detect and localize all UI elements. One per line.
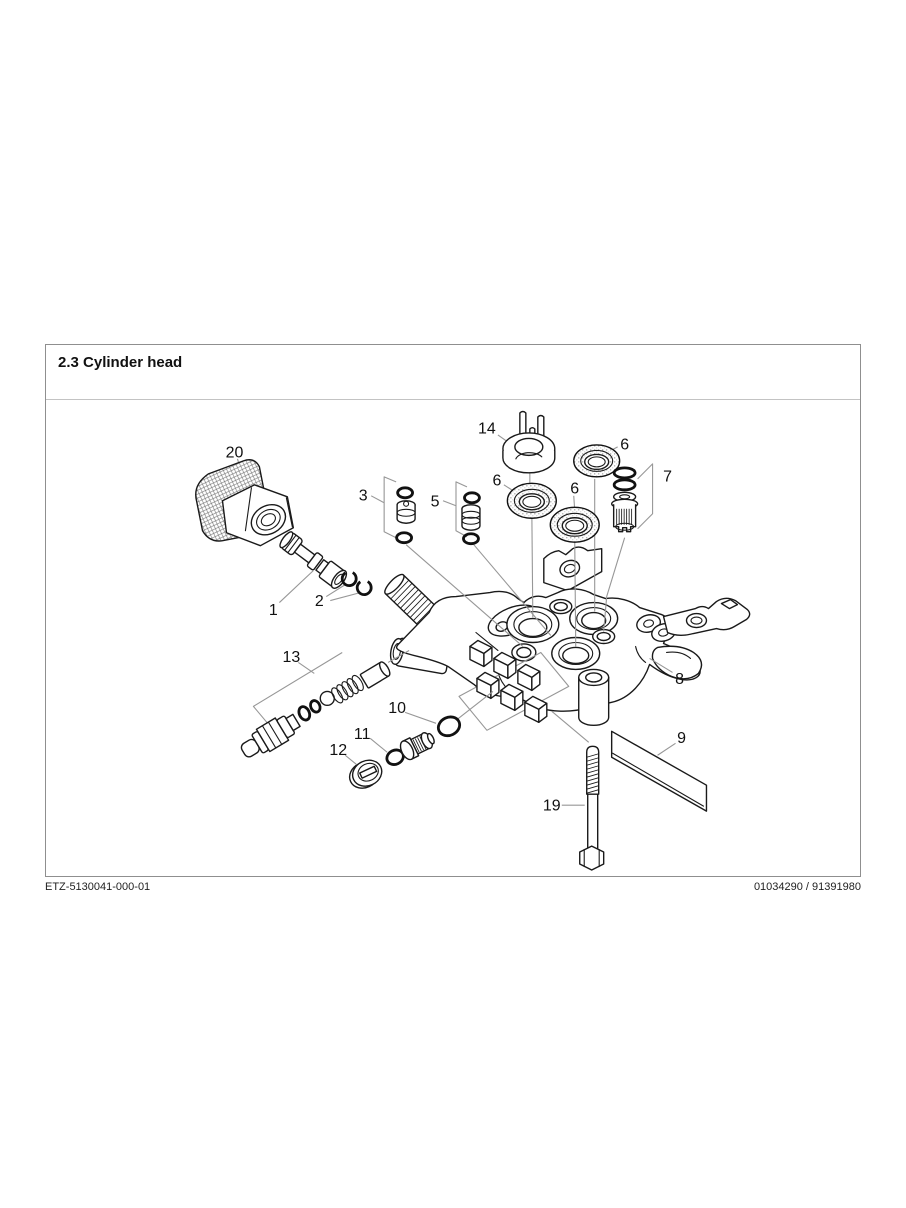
part-8-bracket-arm xyxy=(651,597,751,680)
callout-10: 10 xyxy=(388,700,406,717)
callout-20: 20 xyxy=(226,444,244,461)
part-20-cap-nut xyxy=(195,459,295,547)
part-6-seal-ring xyxy=(506,482,557,519)
callout-6c: 6 xyxy=(570,480,579,497)
section-title: 2.3 Cylinder head xyxy=(58,354,183,371)
cylinder-head-body xyxy=(384,546,751,731)
part-11-valve-insert xyxy=(385,732,435,766)
callout-1: 1 xyxy=(269,602,278,619)
callout-12: 12 xyxy=(329,742,347,759)
spacer-sleeve xyxy=(578,668,610,726)
callout-7: 7 xyxy=(663,468,672,485)
callout-labels: 20 14 6 6 6 7 3 5 1 2 13 10 11 12 8 9 19 xyxy=(226,420,686,814)
part-7-valve-cartridge xyxy=(610,466,639,533)
footer-drawing-number: ETZ-5130041-000-01 xyxy=(45,881,151,893)
callout-19: 19 xyxy=(543,798,561,815)
part-12-plug xyxy=(348,759,383,789)
callout-2: 2 xyxy=(315,593,324,610)
callout-3: 3 xyxy=(359,487,368,504)
diagram-frame: 2.3 Cylinder head xyxy=(45,344,861,877)
callout-6b: 6 xyxy=(492,472,501,489)
part-10-o-ring xyxy=(436,715,462,738)
part-13-screw-assembly xyxy=(240,661,391,758)
part-3-valve xyxy=(395,486,416,545)
exploded-view-drawing: 20 14 6 6 6 7 3 5 1 2 13 10 11 12 8 9 19 xyxy=(195,410,751,871)
part-5-valve xyxy=(461,491,481,546)
callout-11: 11 xyxy=(354,726,371,743)
part-6-seal-ring xyxy=(573,444,621,478)
callout-14: 14 xyxy=(478,420,496,437)
callout-8: 8 xyxy=(675,671,684,688)
section-header: 2.3 Cylinder head xyxy=(46,345,860,400)
footer-part-numbers: 01034290 / 91391980 xyxy=(753,881,861,893)
callout-9: 9 xyxy=(677,730,686,747)
part-1-spindle xyxy=(279,531,348,589)
part-2-circlips xyxy=(340,570,373,596)
part-6-seal-ring xyxy=(549,506,600,543)
callout-5: 5 xyxy=(431,493,440,510)
part-19-bolt xyxy=(579,745,605,871)
callout-6a: 6 xyxy=(620,436,629,453)
part-14-crown xyxy=(502,410,556,474)
part-9-plate xyxy=(610,730,708,812)
callout-13: 13 xyxy=(282,649,300,666)
